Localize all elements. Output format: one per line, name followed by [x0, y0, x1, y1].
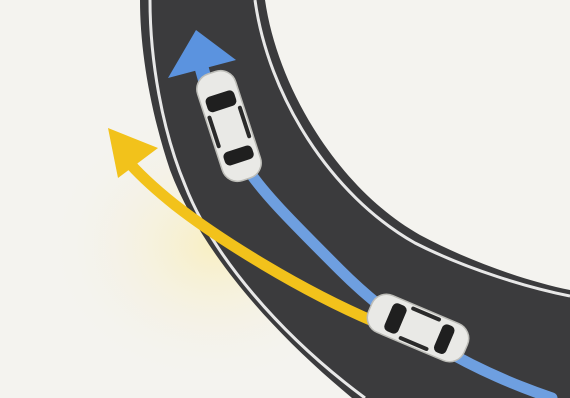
- diagram-canvas: [0, 0, 570, 398]
- road-curve-diagram: [0, 0, 570, 398]
